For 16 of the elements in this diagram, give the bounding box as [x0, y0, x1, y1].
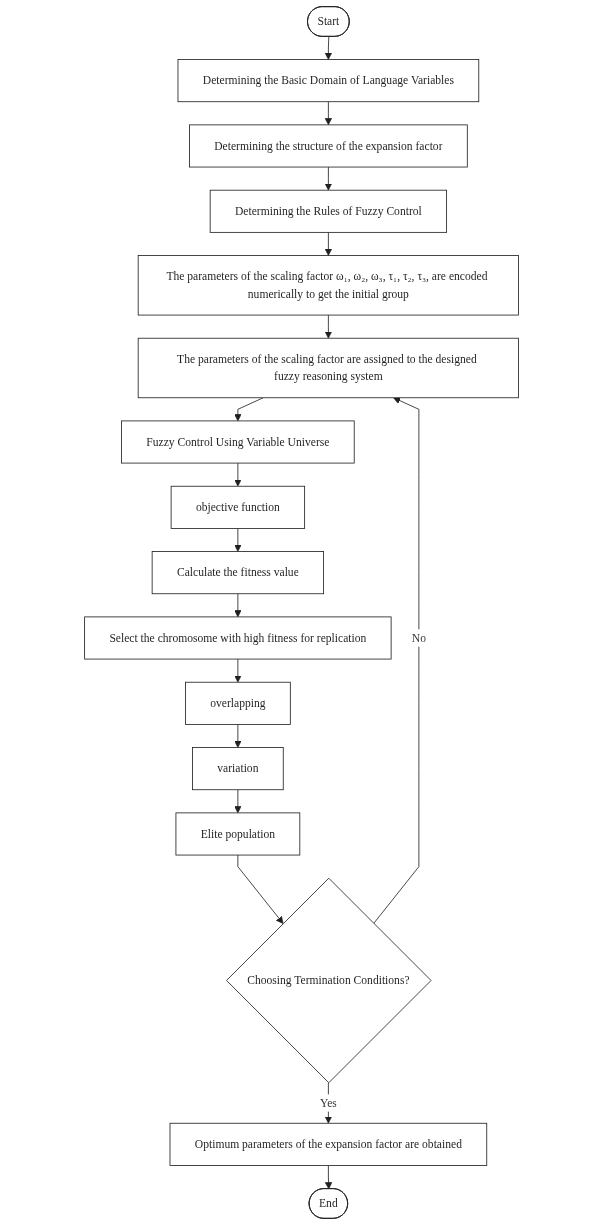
node-box: The parameters of the scaling factor are assigned to the designed fuzzy reasoning system — [138, 337, 520, 399]
node-box: variation — [192, 747, 285, 791]
node-box: Optimum parameters of the expansion factor are obtained — [170, 1122, 488, 1166]
node-box: objective function — [171, 485, 306, 529]
node-box: Calculate the fitness value — [152, 551, 325, 595]
node-box: Elite population — [175, 812, 301, 856]
node-box: Determining the structure of the expansion factor — [189, 124, 469, 168]
node-box: overlapping — [185, 681, 292, 725]
edge-label: No — [412, 631, 427, 645]
node-box: Determining the Basic Domain of Language Variables — [177, 59, 480, 103]
node-box: Fuzzy Control Using Variable Universe — [121, 420, 356, 464]
node-box: Select the chromosome with high fitness for replication — [84, 616, 392, 660]
node-diamond: Choosing Termination Conditions? — [226, 877, 432, 1084]
node-box: The parameters of the scaling factor ω₁, ω₂, ω₃, τ₁, τ₂, τ₃, are encoded numerically to get the initial group — [138, 255, 520, 316]
edge-label: Yes — [320, 1096, 338, 1110]
node-box: Determining the Rules of Fuzzy Control — [210, 189, 448, 233]
